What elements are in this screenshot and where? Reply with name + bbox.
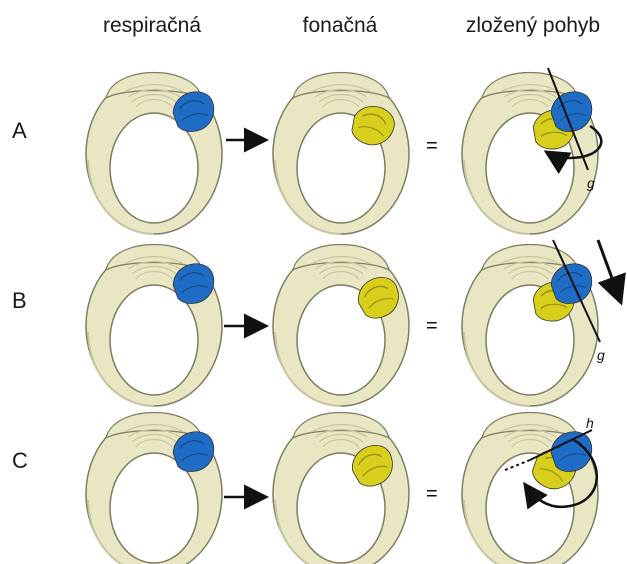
axis-label-c: h <box>586 415 594 431</box>
equals-a: = <box>426 135 438 157</box>
translation-arrow-b <box>598 240 620 300</box>
axis-label-a: g <box>587 175 595 191</box>
cartilage-c-respiratory <box>86 413 222 564</box>
cartilage-b-combined <box>462 245 598 407</box>
cartilage-b-respiratory <box>86 245 222 407</box>
cartilage-a-respiratory <box>86 73 222 235</box>
equals-b: = <box>426 315 438 337</box>
cartilage-c-phonatory <box>273 413 409 564</box>
equals-c: = <box>426 483 438 505</box>
axis-label-b: g <box>597 347 605 363</box>
cartilage-a-phonatory <box>273 73 409 235</box>
cartilage-c-combined <box>462 413 598 564</box>
cartilage-a-combined <box>462 73 598 235</box>
cartilage-b-phonatory <box>273 245 409 407</box>
